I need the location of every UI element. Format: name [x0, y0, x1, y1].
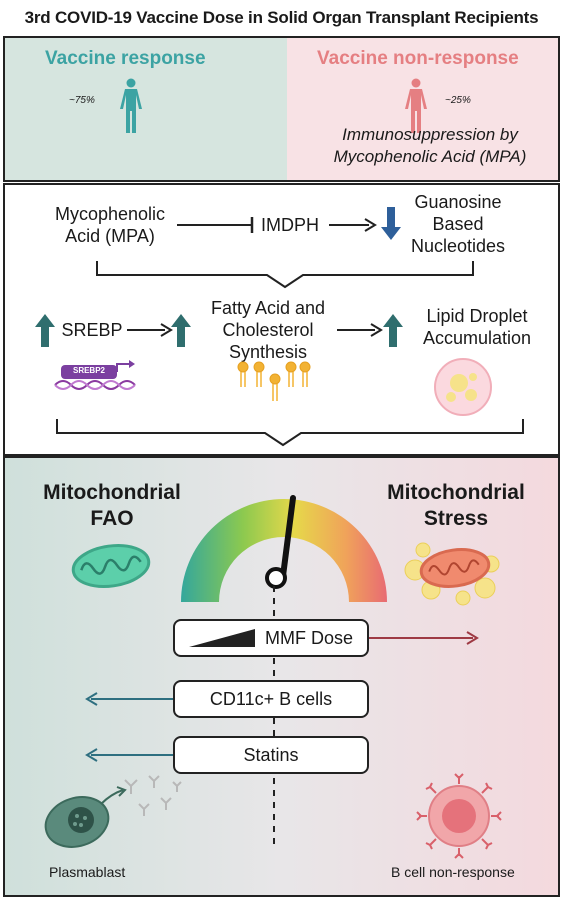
srebp-to-synthesis-arrow — [127, 323, 173, 337]
lipid-line-1: Lipid Droplet — [426, 306, 528, 326]
center-dashed-line — [273, 586, 275, 846]
plasmablast-icon — [44, 775, 182, 848]
inhibition-arrow — [177, 217, 254, 233]
immunosuppression-note: Immunosuppression by Mycophenolic Acid (… — [305, 124, 555, 168]
healthy-mitochondrion-icon — [71, 544, 151, 588]
guanosine-line-3: Nucleotides — [410, 236, 506, 256]
down-arrow-icon — [381, 207, 401, 240]
person-nonresponder-icon — [405, 78, 427, 133]
synthesis-to-lipid-arrow — [337, 323, 383, 337]
mpa-line-2: Acid (MPA) — [65, 226, 155, 246]
srebp2-gene-icon — [54, 360, 136, 390]
srebp2-gene-label: SREBP2 — [72, 366, 105, 375]
guanosine-label: Guanosine Based Nucleotides — [403, 191, 513, 257]
figure-title: 3rd COVID-19 Vaccine Dose in Solid Organ… — [24, 8, 539, 27]
guanosine-line-1: Guanosine — [414, 192, 502, 212]
convergence-bracket-top — [96, 261, 474, 289]
mito-stress-line-2: Stress — [423, 507, 489, 530]
plasmablast-label: Plasmablast — [49, 864, 126, 880]
fatty-acid-label: Fatty Acid and Cholesterol Synthesis — [191, 297, 345, 363]
cd11c-label: CD11c+ B cells — [209, 688, 333, 709]
immuno-line-2: Mycophenolic Acid (MPA) — [333, 147, 527, 166]
vaccine-nonresponse-label: Vaccine non-response — [317, 48, 519, 69]
mmf-dose-label: MMF Dose — [264, 627, 353, 648]
mito-fao-line-1: Mitochondrial — [43, 481, 181, 504]
fatty-line-1: Fatty Acid and — [210, 298, 326, 318]
lipid-molecules-icon — [237, 361, 311, 401]
mito-stress-title: Mitochondrial Stress — [383, 480, 529, 532]
statins-box: Statins — [173, 736, 369, 774]
mito-fao-title: Mitochondrial FAO — [39, 480, 185, 532]
response-side — [5, 38, 287, 180]
lipid-droplet-cell-icon — [434, 358, 492, 416]
stressed-mitochondrion-icon — [404, 542, 500, 606]
mitochondria-panel: Mitochondrial FAO Mitochondrial Stress — [3, 456, 560, 897]
nonresponse-percent: ~25% — [445, 95, 471, 106]
increasing-wedge-icon — [188, 629, 255, 647]
response-percent: ~75% — [69, 95, 95, 106]
mito-fao-line-2: FAO — [90, 507, 134, 530]
vaccine-response-panel: Vaccine response ~75% Vaccine non-respon… — [3, 36, 560, 182]
convergence-bracket-bottom — [56, 419, 524, 447]
statins-label: Statins — [243, 744, 299, 765]
fatty-line-2: Cholesterol — [222, 320, 314, 340]
mpa-label: Mycophenolic Acid (MPA) — [45, 203, 175, 247]
mpa-line-1: Mycophenolic — [54, 204, 166, 224]
cd11c-box: CD11c+ B cells — [173, 680, 369, 718]
up-arrow-icon-lipid — [383, 314, 403, 347]
mpa-pathway-panel: Mycophenolic Acid (MPA) IMDPH Guanosine … — [3, 183, 560, 456]
nonresponse-side — [287, 38, 558, 180]
srebp-label: SREBP — [61, 320, 123, 340]
lipid-line-2: Accumulation — [422, 328, 532, 348]
mmf-dose-box: MMF Dose — [173, 619, 369, 657]
b-cell-icon — [416, 773, 502, 859]
lipid-droplet-label: Lipid Droplet Accumulation — [407, 305, 547, 349]
cd11c-left-arrow — [85, 692, 173, 706]
person-responder-icon — [120, 78, 142, 133]
impdh-to-guanosine-arrow — [329, 218, 377, 232]
b-cell-nonresponse-label: B cell non-response — [391, 864, 515, 880]
immuno-line-1: Immunosuppression by — [342, 125, 518, 144]
mmf-right-arrow — [369, 631, 479, 645]
mito-stress-line-1: Mitochondrial — [387, 481, 525, 504]
statins-left-arrow — [85, 748, 173, 762]
up-arrow-icon-synthesis — [171, 314, 191, 347]
up-arrow-icon-srebp — [35, 314, 55, 347]
gauge-dial — [181, 495, 387, 602]
guanosine-line-2: Based — [432, 214, 484, 234]
impdh-label: IMDPH — [261, 215, 319, 235]
fatty-line-3: Synthesis — [228, 342, 308, 362]
vaccine-response-label: Vaccine response — [45, 48, 206, 69]
